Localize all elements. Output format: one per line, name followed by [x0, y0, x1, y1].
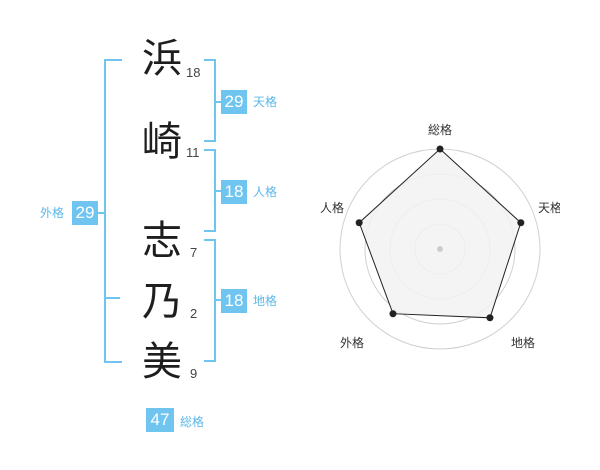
radar-center-dot: [437, 246, 443, 252]
radar-polygon: [358, 148, 522, 319]
kanji-char-2: 崎: [142, 119, 182, 165]
radar-label-tenkaku: 天格: [538, 200, 560, 215]
kanji-char-1: 浜: [142, 36, 182, 82]
gaikaku-bracket-tick: [104, 297, 120, 299]
chikaku-connector: [214, 299, 222, 301]
radar-label-chikaku: 地格: [511, 335, 535, 350]
jinkaku-label: 人格: [253, 185, 278, 199]
chikaku-label: 地格: [253, 294, 278, 308]
kanji-char-4: 乃: [142, 279, 182, 325]
gaikaku-badge: 29: [72, 201, 98, 225]
soukaku-badge: 47: [146, 408, 174, 432]
stroke-count-4: 2: [190, 306, 198, 321]
radar-label-soukaku: 総格: [428, 122, 452, 137]
chikaku-badge: 18: [221, 289, 247, 313]
radar-point-4: [389, 310, 397, 318]
tenkaku-connector: [214, 101, 222, 103]
fortune-radar-chart: 総格 天格 地格 外格 人格: [320, 122, 560, 350]
radar-label-jinkaku: 人格: [320, 200, 344, 215]
stroke-count-5: 9: [190, 366, 198, 381]
tenkaku-bracket: [204, 59, 216, 142]
kanji-char-3: 志: [142, 218, 182, 264]
jinkaku-connector: [214, 190, 222, 192]
radar-point-1: [436, 145, 444, 153]
stroke-count-3: 7: [190, 245, 198, 260]
tenkaku-badge: 29: [221, 90, 247, 114]
radar-point-5: [355, 219, 363, 227]
gaikaku-label: 外格: [40, 206, 65, 220]
radar-point-2: [517, 219, 525, 227]
stroke-count-1: 18: [186, 65, 201, 80]
gaikaku-connector: [98, 212, 106, 214]
jinkaku-badge: 18: [221, 180, 247, 204]
radar-point-3: [486, 314, 494, 322]
soukaku-label: 総格: [180, 415, 205, 429]
tenkaku-label: 天格: [253, 95, 278, 109]
radar-label-gaikaku: 外格: [340, 335, 364, 350]
gaikaku-bracket: [104, 59, 122, 363]
stroke-count-2: 11: [186, 145, 200, 160]
kanji-char-5: 美: [142, 339, 182, 385]
